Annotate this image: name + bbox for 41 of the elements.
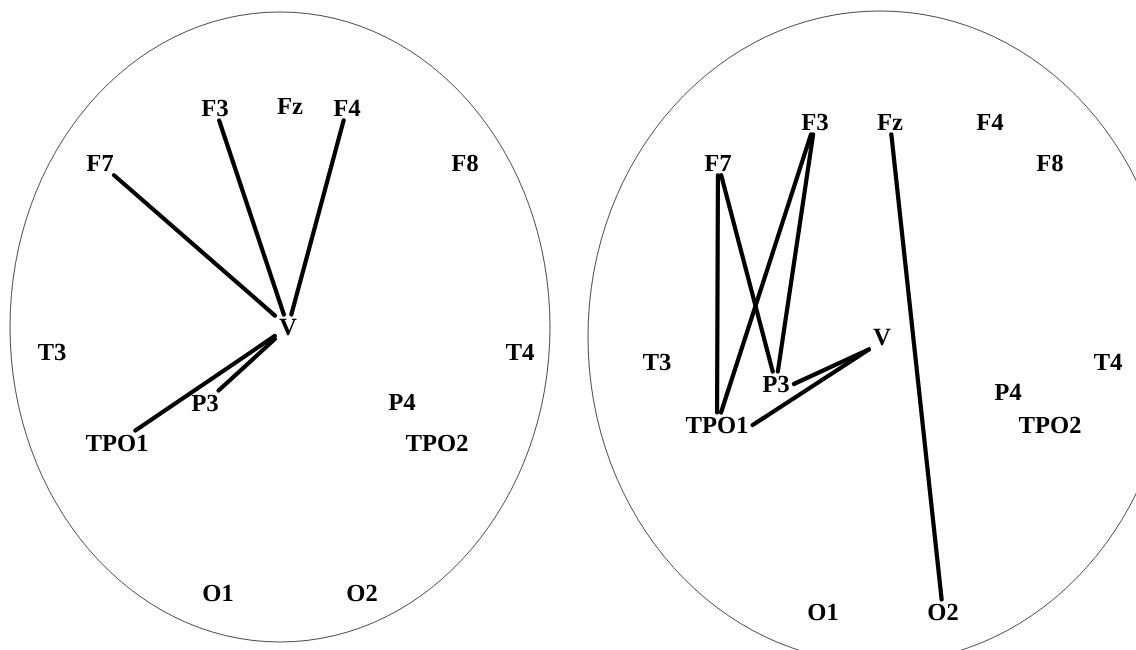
electrode-label: F3 [201,99,228,117]
electrode-label: TPO1 [685,416,748,434]
electrode-label: F7 [86,154,114,172]
electrode-label: T4 [506,343,534,361]
electrode-label: TPO2 [1018,416,1081,434]
electrode-label: Fz [277,97,303,115]
electrode-label: F8 [451,154,478,172]
connection-line [714,173,721,415]
electrode-label: T4 [1094,353,1122,371]
connection-line [133,333,277,433]
head-outline [9,11,551,643]
electrode-label: F8 [1036,154,1063,172]
connection-line [719,173,775,374]
electrode-label: Fz [877,113,903,131]
electrode-label: P3 [191,394,218,412]
electrode-label: O1 [203,584,233,602]
electrode-label: T3 [38,343,66,361]
electrode-label: P4 [388,393,416,411]
electrode-label: O2 [928,603,958,621]
electrode-label: TPO1 [85,434,148,452]
electrode-label: F4 [333,99,361,117]
connection-line [217,118,286,317]
electrode-label: O1 [808,603,838,621]
connection-line [791,347,871,387]
connection-line [216,336,277,393]
connection-line [111,173,277,318]
electrode-label: V [873,328,891,346]
connection-line [289,118,346,317]
connection-line [718,132,814,415]
electrode-label: F3 [801,113,828,131]
electrode-label: TPO2 [405,434,468,452]
electrode-label: V [279,318,297,336]
electrode-label: F7 [704,154,732,172]
electrode-label: F4 [976,113,1004,131]
electrode-label: T3 [643,353,671,371]
electrode-label: P3 [762,375,789,393]
electrode-label: P4 [994,383,1022,401]
head-outline [587,10,1136,650]
connection-line [775,132,816,374]
electrode-label: O2 [347,584,377,602]
connection-line [889,132,944,602]
